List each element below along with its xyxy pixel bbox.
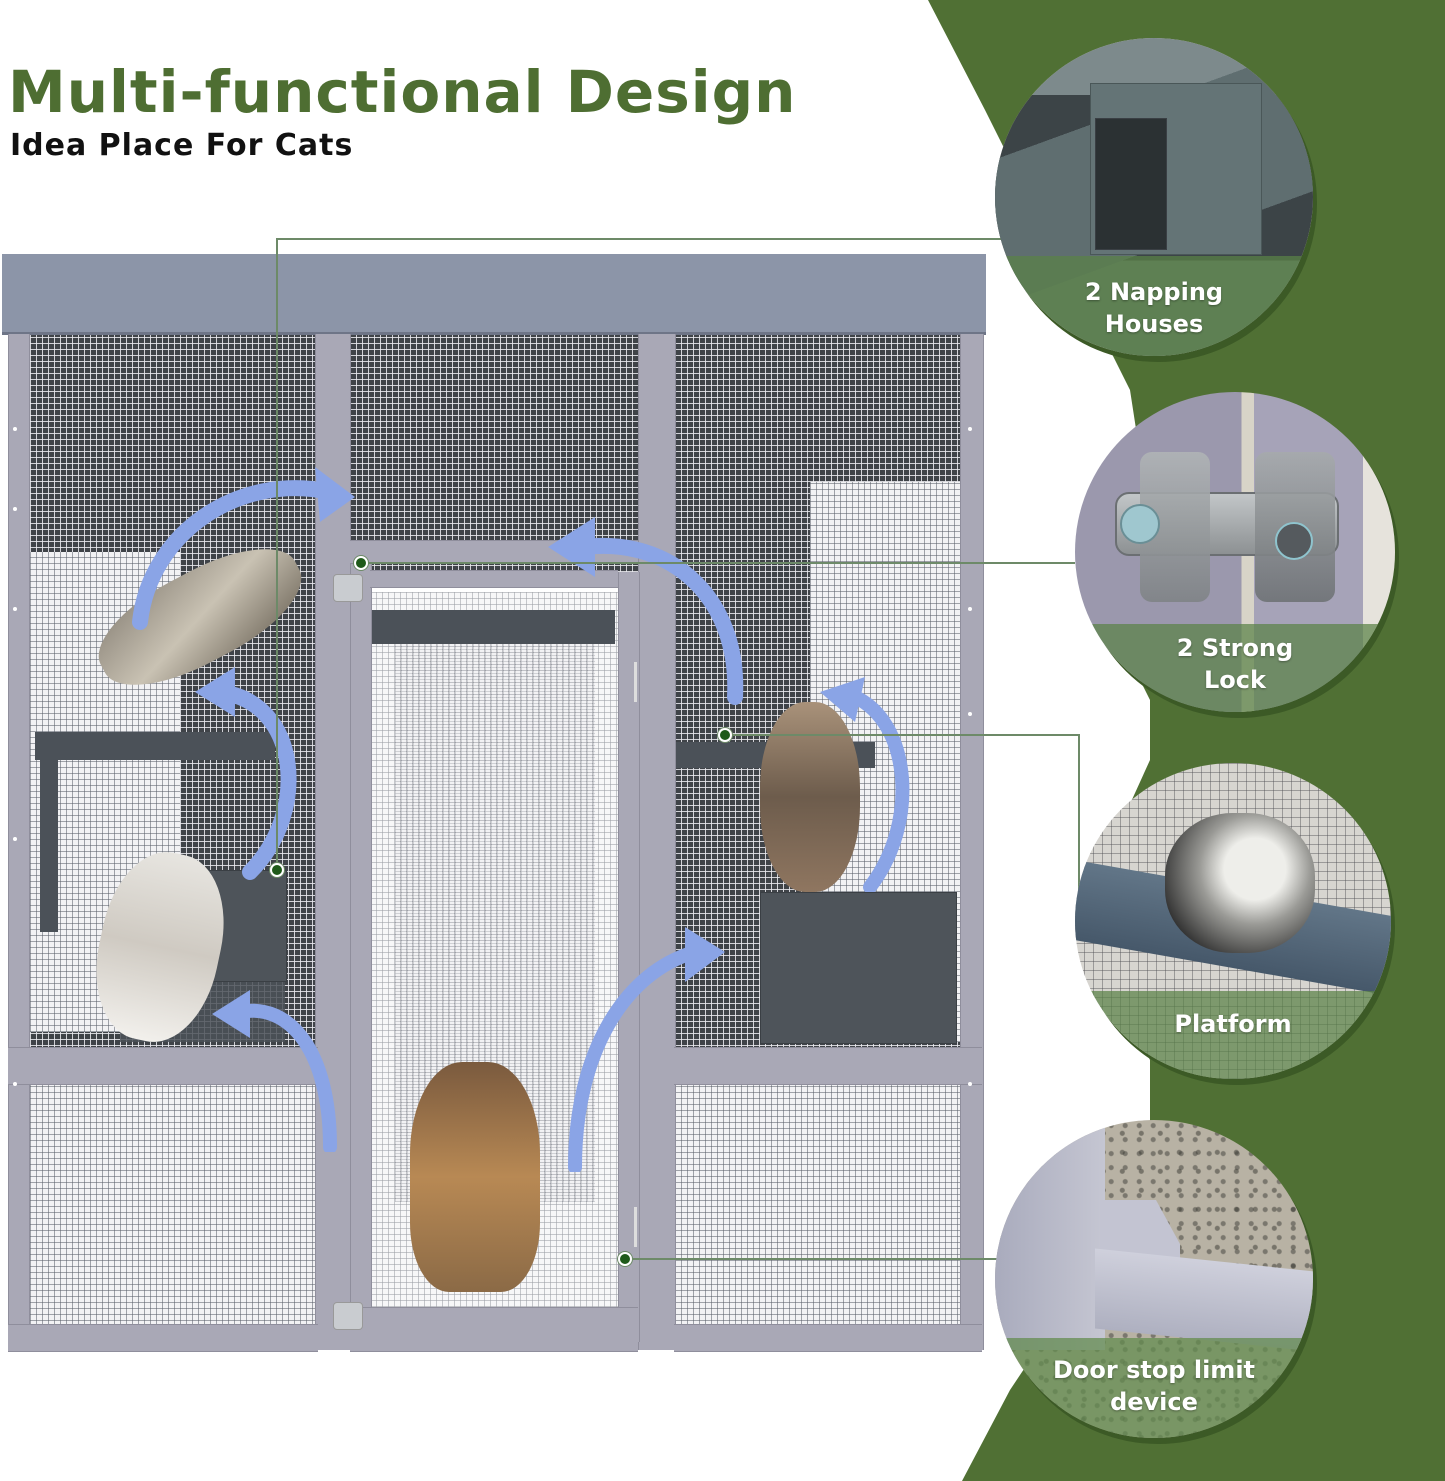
cat-enclosure-illustration	[0, 252, 990, 1352]
jump-arrow-icon	[132, 467, 355, 630]
leader-line-door-stop	[624, 1258, 999, 1260]
screw-dot	[13, 507, 17, 511]
leader-line-napping	[276, 238, 1006, 240]
left-shelf-brace	[40, 752, 58, 932]
lower-left-mesh	[30, 1082, 315, 1327]
right-post	[960, 334, 984, 1350]
feature-label-line2: Lock	[1204, 666, 1266, 694]
callout-pin-lock	[354, 556, 368, 570]
latch-pin-icon	[1275, 522, 1313, 560]
feature-label: Platform	[1075, 1008, 1391, 1040]
jump-arrow-icon	[820, 677, 910, 892]
door-hinge-icon	[333, 1302, 363, 1330]
feature-label-line1: Door stop limit	[1052, 1356, 1256, 1384]
door-hinge-icon	[333, 574, 363, 602]
feature-label-line2: device	[1110, 1388, 1198, 1416]
feature-label: 2 Napping Houses	[995, 276, 1313, 340]
jump-arrow-icon	[548, 517, 744, 705]
jump-arrow-icon	[568, 927, 725, 1172]
mid-rail-right	[674, 1047, 982, 1085]
door-frame-left	[350, 542, 372, 1342]
callout-pin-door-stop	[618, 1252, 632, 1266]
right-napping-house	[760, 892, 957, 1044]
label-band	[1075, 991, 1391, 1079]
screw-dot	[968, 607, 972, 611]
screw-dot	[13, 607, 17, 611]
door-frame-right	[618, 572, 640, 1342]
bottom-rail-right	[674, 1324, 982, 1352]
feature-napping-houses: 2 Napping Houses	[995, 38, 1313, 356]
leader-line-lock	[360, 562, 1075, 564]
left-shelf	[35, 732, 275, 760]
feature-label: 2 Strong Lock	[1075, 632, 1395, 696]
feature-label-line1: 2 Strong	[1176, 634, 1294, 662]
label-band	[995, 256, 1313, 356]
label-band	[995, 1338, 1313, 1438]
door-handle-icon	[634, 662, 637, 702]
latch-knob-icon	[1120, 504, 1160, 544]
jump-arrow-icon	[195, 667, 297, 880]
napping-house-opening	[1095, 118, 1167, 250]
left-post	[8, 334, 30, 1350]
leader-line-platform	[724, 734, 1079, 736]
feature-label: Door stop limit device	[995, 1354, 1313, 1418]
center-right-post	[638, 334, 676, 1350]
page-subtitle: Idea Place For Cats	[10, 128, 354, 163]
walking-tabby-cat	[410, 1062, 540, 1292]
feature-label-line1: 2 Napping	[1084, 278, 1224, 306]
screw-dot	[968, 427, 972, 431]
label-band	[1075, 624, 1395, 712]
door-inner-top-rail	[370, 570, 618, 588]
mid-rail-left	[8, 1047, 318, 1085]
feature-label-line2: Houses	[1104, 310, 1204, 338]
center-shelf	[370, 610, 615, 644]
callout-pin-platform	[718, 728, 732, 742]
silver-tabby-cat	[1165, 813, 1315, 953]
door-post	[995, 1120, 1105, 1350]
screw-dot	[13, 427, 17, 431]
feature-strong-lock: 2 Strong Lock	[1075, 392, 1395, 712]
feature-label-line1: Platform	[1174, 1010, 1292, 1038]
lower-right-mesh	[675, 1082, 960, 1327]
callout-pin-napping	[270, 863, 284, 877]
feature-door-stop: Door stop limit device	[995, 1120, 1313, 1438]
screw-dot	[13, 837, 17, 841]
standing-tabby-cat	[760, 702, 860, 892]
page-title: Multi-functional Design	[8, 58, 797, 126]
screw-dot	[968, 712, 972, 716]
screw-dot	[968, 1082, 972, 1086]
screw-dot	[13, 1082, 17, 1086]
leader-line-napping	[276, 238, 278, 870]
roof-panel	[2, 254, 986, 335]
bottom-rail-left	[8, 1324, 318, 1352]
door-handle-icon	[634, 1207, 637, 1247]
jump-arrow-icon	[212, 990, 337, 1152]
bottom-rail-door	[350, 1307, 638, 1352]
feature-platform: Platform	[1075, 763, 1391, 1079]
